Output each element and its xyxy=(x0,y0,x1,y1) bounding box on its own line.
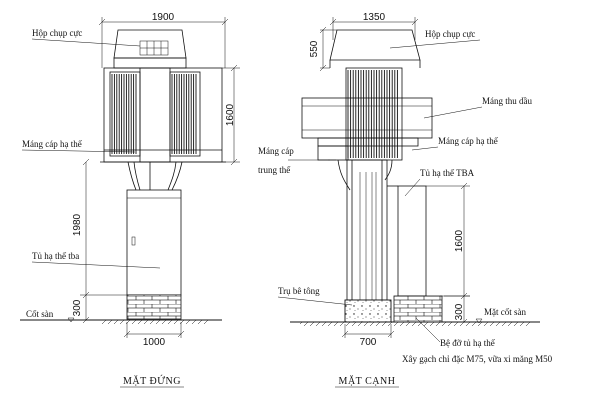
side-oil-tray xyxy=(301,97,433,139)
front-top-dimension: 1900 xyxy=(98,12,229,68)
front-plinth-height-text: 300 xyxy=(72,299,83,316)
side-cabinet-height-text: 1600 xyxy=(454,229,465,252)
side-cover-height-text: 550 xyxy=(309,40,320,57)
side-label-mv-tray-1: Máng cáp xyxy=(258,146,294,156)
front-cabinet-height-text: 1980 xyxy=(72,213,83,236)
front-label-terminal-cover: Hộp chụp cực xyxy=(32,28,82,38)
front-transformer-height-text: 1600 xyxy=(225,103,236,126)
front-label-lv-cable-tray: Máng cáp hạ thế xyxy=(22,139,83,149)
side-label-masonry-note: Xây gạch chỉ đặc M75, vữa xi măng M50 xyxy=(402,354,553,364)
front-base-width-text: 1000 xyxy=(143,337,166,348)
side-label-terminal-cover: Hộp chụp cực xyxy=(425,29,475,39)
side-label-concrete-pillar: Trụ bê tông xyxy=(278,286,320,296)
side-label-cabinet-support: Bệ đỡ tủ hạ thế xyxy=(440,338,496,348)
front-top-width-text: 1900 xyxy=(152,12,175,23)
side-label-lv-cable-tray: Máng cáp hạ thế xyxy=(438,136,499,146)
side-base-width-text: 700 xyxy=(360,337,377,348)
side-cabinet-height-dimension: 1600 xyxy=(426,182,470,300)
front-label-floor-level: Cốt sàn xyxy=(26,309,54,319)
side-terminal-cover xyxy=(329,29,421,61)
side-floor xyxy=(290,318,540,326)
side-view: 1350 Hộp chụp cực 550 Máng thu dầu xyxy=(258,12,553,388)
side-concrete-plinth xyxy=(344,299,392,323)
side-brick-support xyxy=(393,295,443,323)
front-radiator-fins-right xyxy=(171,74,197,154)
side-label-mv-tray-2: trung thế xyxy=(258,165,291,175)
side-radiator-fins xyxy=(347,70,398,158)
side-plinth-height-text: 300 xyxy=(454,303,465,320)
front-cabinet-height-dimension: 1980 300 xyxy=(72,158,127,324)
front-transformer-body xyxy=(100,67,226,163)
front-floor xyxy=(20,317,222,324)
side-label-lv-cabinet: Tủ hạ thế TBA xyxy=(420,168,475,178)
side-base-dimension: 700 xyxy=(341,324,395,348)
side-top-width-text: 1350 xyxy=(363,12,386,23)
front-base-dimension: 1000 xyxy=(123,322,185,348)
front-brick-plinth xyxy=(126,294,182,320)
side-mv-cable-tray xyxy=(317,145,349,161)
side-label-floor-level: Mặt cốt sàn xyxy=(484,307,526,317)
side-view-title: MẶT CẠNH xyxy=(339,375,396,387)
front-cable-bundle xyxy=(127,161,183,191)
front-lv-cabinet xyxy=(126,189,182,296)
front-view-title: MẶT ĐỨNG xyxy=(123,375,181,387)
side-label-oil-tray: Máng thu dầu xyxy=(482,96,532,106)
side-lv-cabinet xyxy=(387,185,427,297)
side-cover-height-dimension: 550 xyxy=(309,26,337,72)
side-top-dimension: 1350 xyxy=(329,12,419,40)
front-radiator-fins-left xyxy=(111,74,137,154)
front-terminal-cover xyxy=(113,29,187,69)
front-label-lv-cabinet: Tủ hạ thế tba xyxy=(32,251,79,261)
side-lv-cable-tray xyxy=(317,137,419,147)
side-concrete-pillar xyxy=(337,159,393,301)
front-view: 1900 Hộp chụp cực xyxy=(20,12,240,388)
front-transformer-height-dimension: 1600 xyxy=(222,64,240,166)
side-plinth-height-dimension: 300 xyxy=(444,295,470,326)
